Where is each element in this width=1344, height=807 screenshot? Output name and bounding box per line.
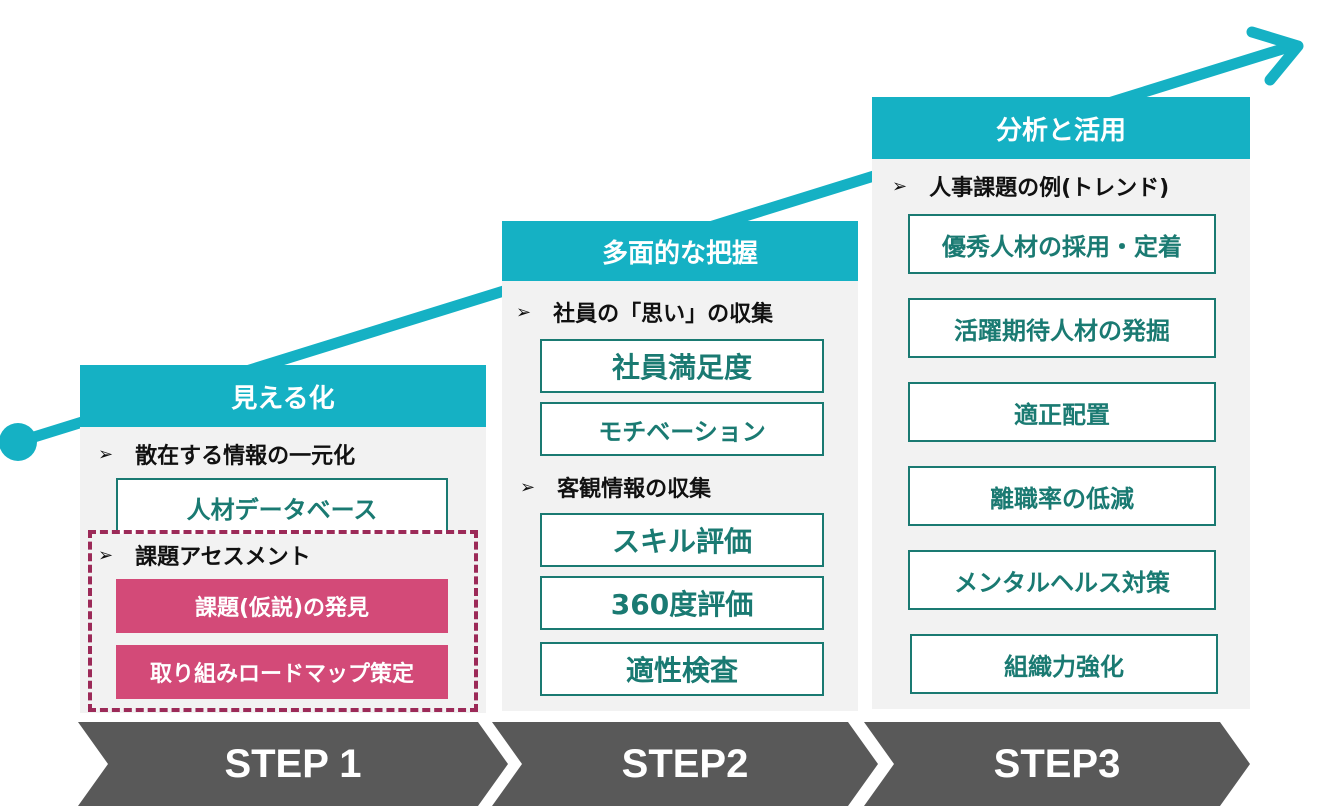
bullet-arrow-icon: ➢ bbox=[98, 544, 114, 566]
assessment-dashed-frame bbox=[88, 530, 478, 712]
step1-header: 見える化 bbox=[80, 365, 486, 427]
step3-bullet-1: ➢ 人事課題の例(トレンド) bbox=[892, 171, 1170, 202]
box-placement: 適正配置 bbox=[908, 382, 1216, 442]
box-employee-satisfaction: 社員満足度 bbox=[540, 339, 824, 393]
arrow-head-icon bbox=[1246, 26, 1304, 86]
box-turnover: 離職率の低減 bbox=[908, 466, 1216, 526]
step2-header: 多面的な把握 bbox=[502, 221, 858, 281]
bullet-arrow-icon: ➢ bbox=[516, 301, 532, 323]
step3-header: 分析と活用 bbox=[872, 97, 1250, 159]
step2-bullet-2: ➢ 客観情報の収集 bbox=[520, 472, 712, 503]
bullet-arrow-icon: ➢ bbox=[892, 175, 908, 197]
step2-panel bbox=[502, 221, 858, 711]
step2-label: STEP2 bbox=[621, 741, 749, 786]
bullet-text: 社員の「思い」の収集 bbox=[553, 302, 774, 327]
box-motivation: モチベーション bbox=[540, 402, 824, 456]
bullet-arrow-icon: ➢ bbox=[520, 476, 536, 498]
box-mental-health: メンタルヘルス対策 bbox=[908, 550, 1216, 610]
pink-item-roadmap: 取り組みロードマップ策定 bbox=[116, 645, 448, 699]
step2-bullet-1: ➢ 社員の「思い」の収集 bbox=[516, 297, 774, 328]
bullet-arrow-icon: ➢ bbox=[98, 443, 114, 465]
step3-label: STEP3 bbox=[993, 741, 1121, 786]
bullet-text: 人事課題の例(トレンド) bbox=[929, 176, 1170, 201]
box-aptitude-test: 適性検査 bbox=[540, 642, 824, 696]
step1-box-database: 人材データベース bbox=[116, 478, 448, 534]
step1-bullet-2: ➢ 課題アセスメント bbox=[98, 540, 311, 571]
box-skill-eval: スキル評価 bbox=[540, 513, 824, 567]
bullet-text: 客観情報の収集 bbox=[557, 477, 712, 502]
bullet-text: 課題アセスメント bbox=[135, 545, 311, 570]
bullet-text: 散在する情報の一元化 bbox=[135, 444, 356, 469]
box-talent-discovery: 活躍期待人材の発掘 bbox=[908, 298, 1216, 358]
box-org-strength: 組織力強化 bbox=[910, 634, 1218, 694]
pink-item-hypothesis: 課題(仮説)の発見 bbox=[116, 579, 448, 633]
step1-bullet-1: ➢ 散在する情報の一元化 bbox=[98, 439, 356, 470]
box-talent-retention: 優秀人材の採用・定着 bbox=[908, 214, 1216, 274]
box-360-eval: 360度評価 bbox=[540, 576, 824, 630]
step1-label: STEP 1 bbox=[224, 741, 362, 786]
arrow-start-dot bbox=[0, 423, 37, 461]
